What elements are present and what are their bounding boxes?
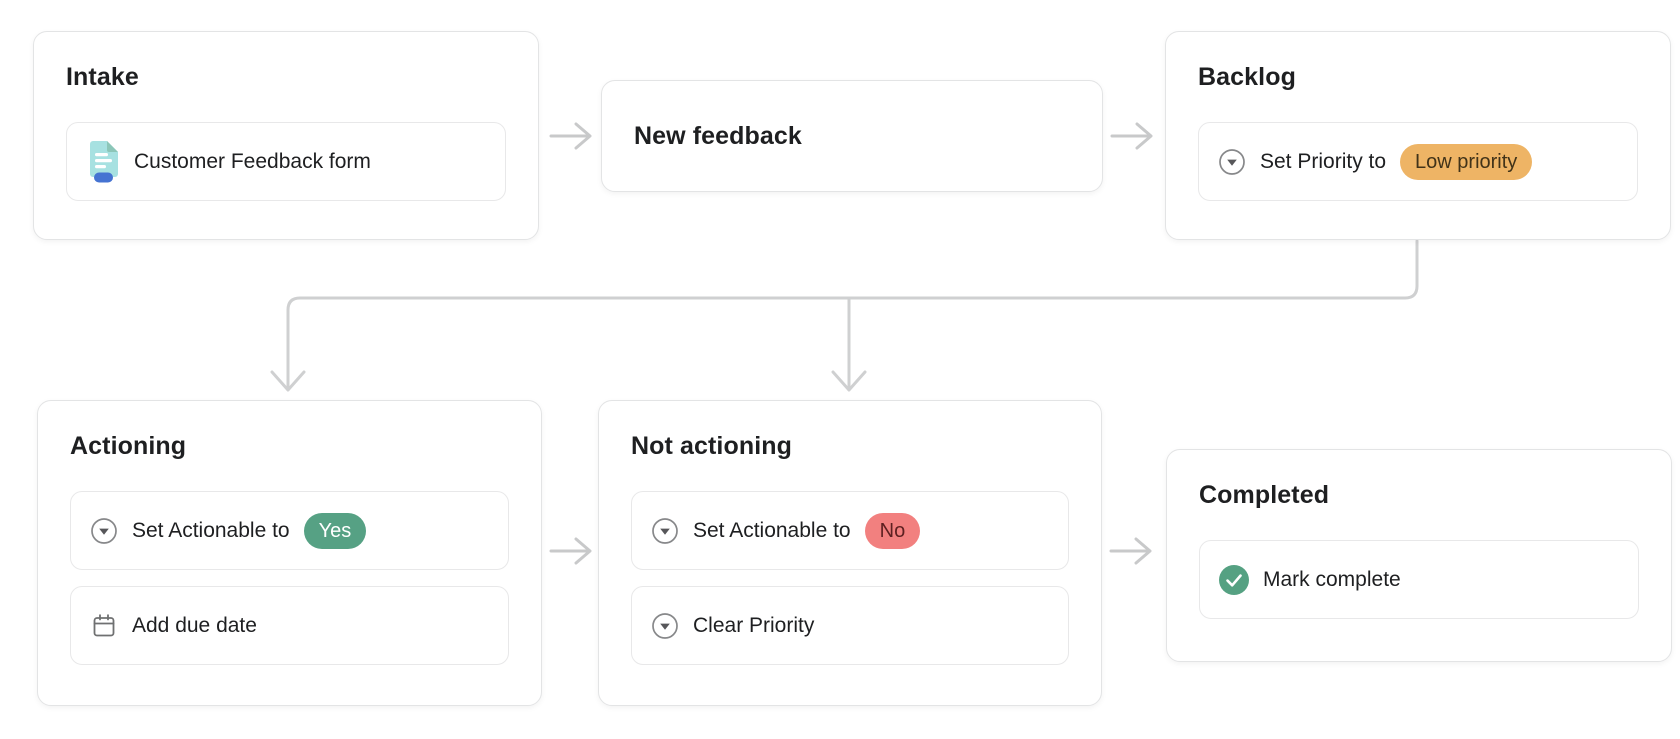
calendar-icon <box>93 613 115 636</box>
arrow-not-actioning-to-completed-icon <box>1109 537 1152 565</box>
set-priority-rule-row[interactable]: Set Priority to Low priority <box>1198 122 1638 201</box>
arrow-new-feedback-to-backlog-icon <box>1110 122 1153 150</box>
add-due-date-rule-row[interactable]: Add due date <box>70 586 509 665</box>
section-card-completed[interactable]: Completed Mark complete <box>1166 449 1672 662</box>
arrow-actioning-to-not-actioning-icon <box>549 537 592 565</box>
row-label: Set Actionable to <box>132 518 290 542</box>
dropdown-field-icon <box>91 517 117 544</box>
form-trigger-row[interactable]: Customer Feedback form <box>66 122 506 201</box>
row-label: Customer Feedback form <box>134 149 371 173</box>
check-circle-icon <box>1219 564 1249 595</box>
section-card-not-actioning[interactable]: Not actioning Set Actionable to No Clear… <box>598 400 1102 706</box>
arrow-intake-to-new-feedback-icon <box>549 122 592 150</box>
row-label: Clear Priority <box>693 613 815 637</box>
clear-priority-rule-row[interactable]: Clear Priority <box>631 586 1069 665</box>
form-icon <box>90 140 118 182</box>
set-actionable-rule-row[interactable]: Set Actionable to Yes <box>70 491 509 570</box>
section-card-new-feedback[interactable]: New feedback <box>601 80 1103 192</box>
actionable-badge: No <box>864 512 921 549</box>
dropdown-field-icon <box>652 612 678 639</box>
mark-complete-rule-row[interactable]: Mark complete <box>1199 540 1639 619</box>
section-card-intake[interactable]: Intake Customer Feedback form <box>33 31 539 240</box>
dropdown-field-icon <box>652 517 678 544</box>
set-actionable-rule-row[interactable]: Set Actionable to No <box>631 491 1069 570</box>
section-title: Actioning <box>70 432 187 460</box>
dropdown-field-icon <box>1219 148 1245 175</box>
section-card-backlog[interactable]: Backlog Set Priority to Low priority <box>1165 31 1671 240</box>
priority-badge: Low priority <box>1400 143 1533 180</box>
section-title: Completed <box>1199 481 1330 509</box>
section-card-actioning[interactable]: Actioning Set Actionable to Yes Add due … <box>37 400 542 706</box>
actionable-badge: Yes <box>303 512 367 549</box>
section-title: Not actioning <box>631 432 793 460</box>
section-title: New feedback <box>634 122 802 150</box>
row-label: Add due date <box>132 613 257 637</box>
row-label: Set Actionable to <box>693 518 851 542</box>
row-label: Set Priority to <box>1260 149 1387 173</box>
section-title: Intake <box>66 63 139 91</box>
section-title: Backlog <box>1198 63 1296 91</box>
row-label: Mark complete <box>1263 567 1401 591</box>
